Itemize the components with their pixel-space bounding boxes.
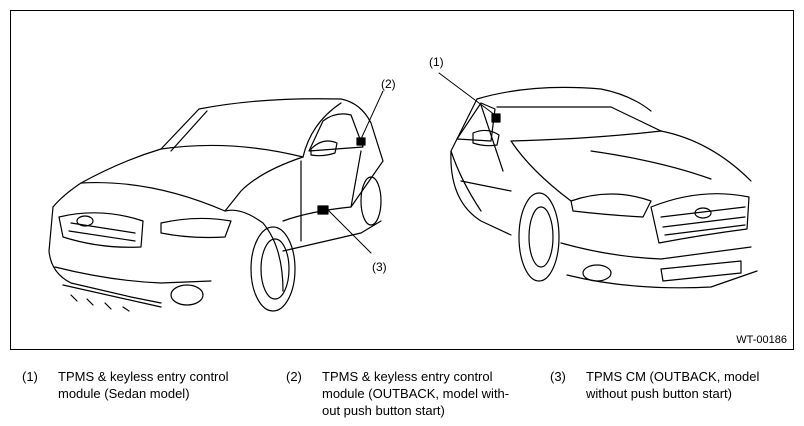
outback-car-drawing xyxy=(48,98,384,312)
legend-text: TPMS & keyless entry control module (Sed… xyxy=(58,368,278,402)
legend-line: TPMS CM (OUTBACK, model xyxy=(586,369,760,384)
legend-line: out push button start) xyxy=(322,403,445,418)
vehicle-illustration xyxy=(48,72,758,312)
legend-number: (2) xyxy=(286,369,302,384)
legend-item-2: (2) TPMS & keyless entry control module … xyxy=(286,368,536,420)
sedan-car-drawing xyxy=(450,86,758,289)
callout-2: (2) xyxy=(381,77,396,91)
legend-line: TPMS & keyless entry control xyxy=(322,369,493,384)
legend-item-1: (1) TPMS & keyless entry control module … xyxy=(22,368,272,418)
legend-line: module (Sedan model) xyxy=(58,386,190,401)
legend-line: TPMS & keyless entry control xyxy=(58,369,229,384)
legend-text: TPMS CM (OUTBACK, model without push but… xyxy=(586,368,796,402)
legend-line: without push button start) xyxy=(586,386,732,401)
legend-line: module (OUTBACK, model with- xyxy=(322,386,510,401)
figure-frame: (1) (2) (3) WT-00186 xyxy=(10,10,794,350)
legend-item-3: (3) TPMS CM (OUTBACK, model without push… xyxy=(550,368,790,418)
legend-number: (3) xyxy=(550,369,566,384)
callout-1: (1) xyxy=(429,55,444,69)
legend-number: (1) xyxy=(22,369,38,384)
legend-text: TPMS & keyless entry control module (OUT… xyxy=(322,368,542,419)
figure-id: WT-00186 xyxy=(736,334,787,346)
callout-3: (3) xyxy=(372,260,387,274)
